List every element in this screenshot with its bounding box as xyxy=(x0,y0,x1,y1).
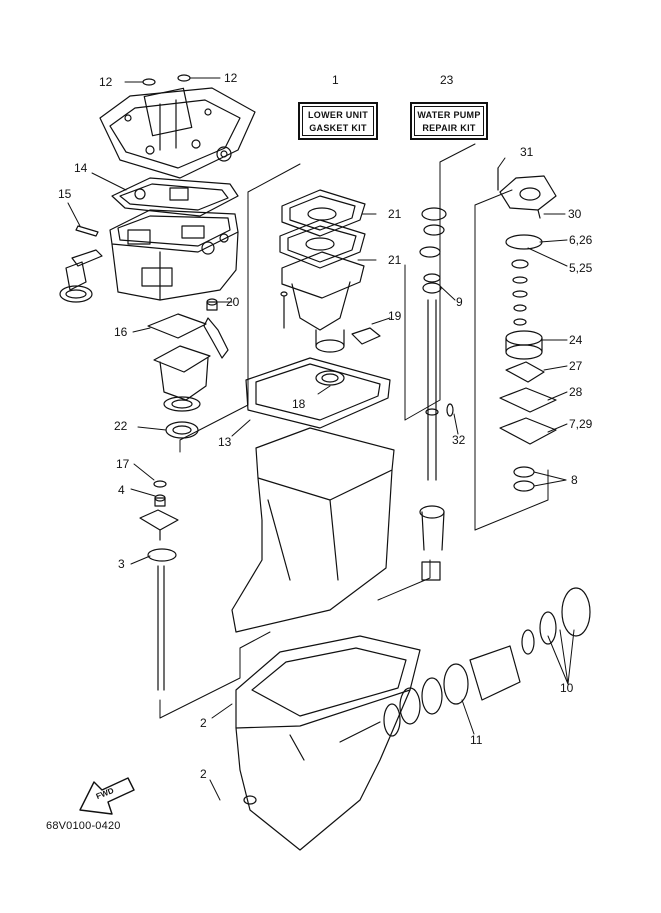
callout-21: 21 xyxy=(388,253,402,267)
callout-16: 16 xyxy=(114,325,128,339)
kit-ref-23: 23 xyxy=(440,73,454,87)
callout-17: 17 xyxy=(116,457,130,471)
gasket-7-29 xyxy=(499,417,557,445)
callout-15: 15 xyxy=(58,187,72,201)
upper-casing-top xyxy=(99,87,256,179)
o-ring-12b xyxy=(177,74,191,82)
water-pump-repair-kit-box: WATER PUMP REPAIR KIT xyxy=(410,102,488,140)
kit-label-line1: LOWER UNIT xyxy=(308,110,368,120)
kit-label-line1: WATER PUMP xyxy=(417,110,481,120)
part-32 xyxy=(446,403,454,417)
callout-32: 32 xyxy=(452,433,466,447)
water-pump-housing xyxy=(497,167,557,211)
callout-5-25: 5,25 xyxy=(569,261,593,275)
impeller-housing-24 xyxy=(505,330,543,360)
callout-19: 19 xyxy=(388,309,402,323)
gasket-14 xyxy=(111,177,239,217)
leader-lines xyxy=(67,77,575,801)
callout-12: 12 xyxy=(224,71,238,85)
liner-5-25 xyxy=(511,259,529,326)
document-code: 68V0100-0420 xyxy=(46,820,121,832)
seal-8 xyxy=(513,466,535,492)
kit-label-line2: GASKET KIT xyxy=(309,123,367,133)
callout-4: 4 xyxy=(118,483,125,497)
oil-seal-22 xyxy=(165,421,199,439)
callout-3: 3 xyxy=(118,557,125,571)
gasket-16 xyxy=(147,313,207,339)
strainer-15 xyxy=(59,225,103,303)
callout-13: 13 xyxy=(218,435,232,449)
housing-bracket xyxy=(153,345,211,412)
callout-7-29: 7,29 xyxy=(569,417,593,431)
callout-14: 14 xyxy=(74,161,88,175)
callout-30: 30 xyxy=(568,207,582,221)
callout-2: 2 xyxy=(200,716,207,730)
callout-24: 24 xyxy=(569,333,583,347)
callout-28: 28 xyxy=(569,385,583,399)
kit-ref-1: 1 xyxy=(332,73,339,87)
impeller-27 xyxy=(505,361,545,383)
callout-10: 10 xyxy=(560,681,574,695)
callout-6-26: 6,26 xyxy=(569,233,593,247)
bolt-exhaust xyxy=(280,291,288,329)
upper-casing-box xyxy=(109,209,239,301)
exhaust-guide xyxy=(281,251,365,353)
callout-21: 21 xyxy=(388,207,402,221)
fwd-arrow-icon xyxy=(79,777,135,815)
part-20 xyxy=(206,298,218,311)
gasket-21-upper xyxy=(281,189,366,237)
part-4 xyxy=(154,494,166,507)
gasket-21-lower xyxy=(279,219,366,269)
oil-seal-18 xyxy=(315,370,345,386)
gear-case xyxy=(235,635,421,851)
lower-casing-upper xyxy=(231,427,395,633)
o-ring-6-26 xyxy=(505,234,543,250)
o-ring-3 xyxy=(147,548,177,562)
callout-11: 11 xyxy=(470,733,483,747)
callout-18: 18 xyxy=(292,397,306,411)
propeller-shaft-housing xyxy=(339,587,591,743)
callout-8: 8 xyxy=(571,473,578,487)
callout-12: 12 xyxy=(99,75,113,89)
water-pipe xyxy=(203,317,229,359)
part-30 xyxy=(537,209,541,219)
gasket-13 xyxy=(245,357,391,429)
part-19 xyxy=(351,327,381,345)
callout-22: 22 xyxy=(114,419,128,433)
kit-label-line2: REPAIR KIT xyxy=(422,123,476,133)
drive-shaft-assembly xyxy=(419,207,447,581)
callout-31: 31 xyxy=(520,145,534,159)
callout-27: 27 xyxy=(569,359,583,373)
shift-rod xyxy=(157,565,165,691)
plate-28 xyxy=(499,387,557,413)
callout-20: 20 xyxy=(226,295,240,309)
shift-rod-holder xyxy=(139,509,179,541)
callout-9: 9 xyxy=(456,295,463,309)
o-ring-17 xyxy=(153,480,167,488)
lower-unit-gasket-kit-box: LOWER UNIT GASKET KIT xyxy=(298,102,378,140)
callout-2: 2 xyxy=(200,767,207,781)
o-ring-12a xyxy=(142,78,156,86)
